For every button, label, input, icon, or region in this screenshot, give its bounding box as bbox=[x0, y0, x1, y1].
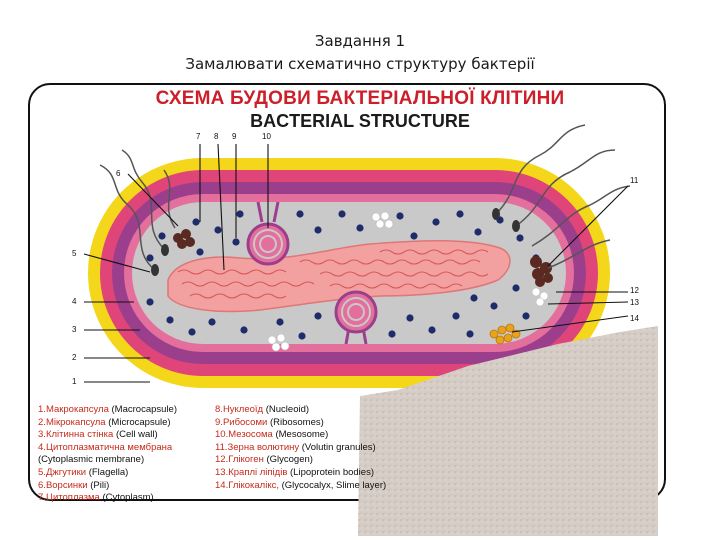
slide-title: Завдання 1 bbox=[314, 32, 406, 50]
callout-13: 13 bbox=[630, 298, 639, 307]
legend-item: 11.Зерна волютину (Volutin granules) bbox=[215, 441, 376, 453]
legend-item: 4.Цитоплазматична мембрана bbox=[38, 441, 173, 453]
legend-item: 3.Клітинна стінка (Cell wall) bbox=[38, 429, 158, 441]
callout-3: 3 bbox=[72, 325, 77, 334]
diagram-title-ua: СХЕМА БУДОВИ БАКТЕРІАЛЬНОЇ КЛІТИНИ bbox=[155, 88, 565, 109]
callout-1: 1 bbox=[72, 377, 77, 386]
callout-7: 7 bbox=[196, 132, 201, 141]
legend-left: 1.Макрокапсула (Macrocapsule) 2.Мікрокап… bbox=[38, 404, 177, 505]
legend-item: 1.Макрокапсула (Macrocapsule) bbox=[38, 404, 177, 415]
callout-11: 11 bbox=[630, 176, 639, 185]
flagella bbox=[99, 124, 631, 271]
callout-14: 14 bbox=[630, 314, 639, 323]
volutin-granules bbox=[173, 229, 553, 287]
mesosome-bottom bbox=[334, 290, 378, 345]
legend-item: 6.Ворсинки (Pili) bbox=[38, 479, 110, 491]
legend-item: 7.Цитоплазма (Cytoplasm) bbox=[38, 492, 154, 504]
flagella-bases bbox=[151, 208, 520, 276]
callout-10: 10 bbox=[262, 132, 271, 141]
callout-6: 6 bbox=[116, 169, 121, 178]
callout-8: 8 bbox=[214, 132, 219, 141]
diagram-title-en: BACTERIAL STRUCTURE bbox=[250, 111, 470, 131]
legend-item: 2.Мікрокапсула (Microcapsule) bbox=[38, 416, 171, 428]
callout-2: 2 bbox=[72, 353, 77, 362]
callout-5: 5 bbox=[72, 249, 77, 258]
legend-item: (Cytoplasmic membrane) bbox=[38, 454, 145, 466]
legend-item: 10.Мезосома (Mesosome) bbox=[215, 429, 329, 441]
legend-item: 12.Глікоген (Glycogen) bbox=[215, 454, 313, 466]
slide-subtitle: Замалювати схематично структуру бактерії bbox=[185, 55, 535, 73]
callout-lines bbox=[83, 143, 629, 383]
nucleoid-strands bbox=[177, 249, 489, 299]
white-granules bbox=[267, 211, 549, 352]
legend-item: 9.Рибосоми (Ribosomes) bbox=[215, 416, 324, 428]
paper-overlay bbox=[358, 326, 658, 536]
lipoprotein-bodies bbox=[489, 323, 521, 345]
callout-12: 12 bbox=[630, 286, 639, 295]
callout-9: 9 bbox=[232, 132, 237, 141]
mesosome-top bbox=[246, 201, 290, 266]
legend-item: 14.Глікокалікс, (Glycocalyx, Slime layer… bbox=[215, 479, 387, 491]
legend-item: 5.Джгутики (Flagella) bbox=[38, 466, 129, 478]
legend-right: 8.Нуклеоїд (Nucleoid) 9.Рибосоми (Riboso… bbox=[215, 404, 386, 492]
legend-item: 13.Краплі ліпідів (Lipoprotein bodies) bbox=[215, 466, 374, 478]
callout-4: 4 bbox=[72, 297, 77, 306]
legend-item: 8.Нуклеоїд (Nucleoid) bbox=[215, 404, 310, 415]
ribosomes bbox=[146, 210, 540, 340]
